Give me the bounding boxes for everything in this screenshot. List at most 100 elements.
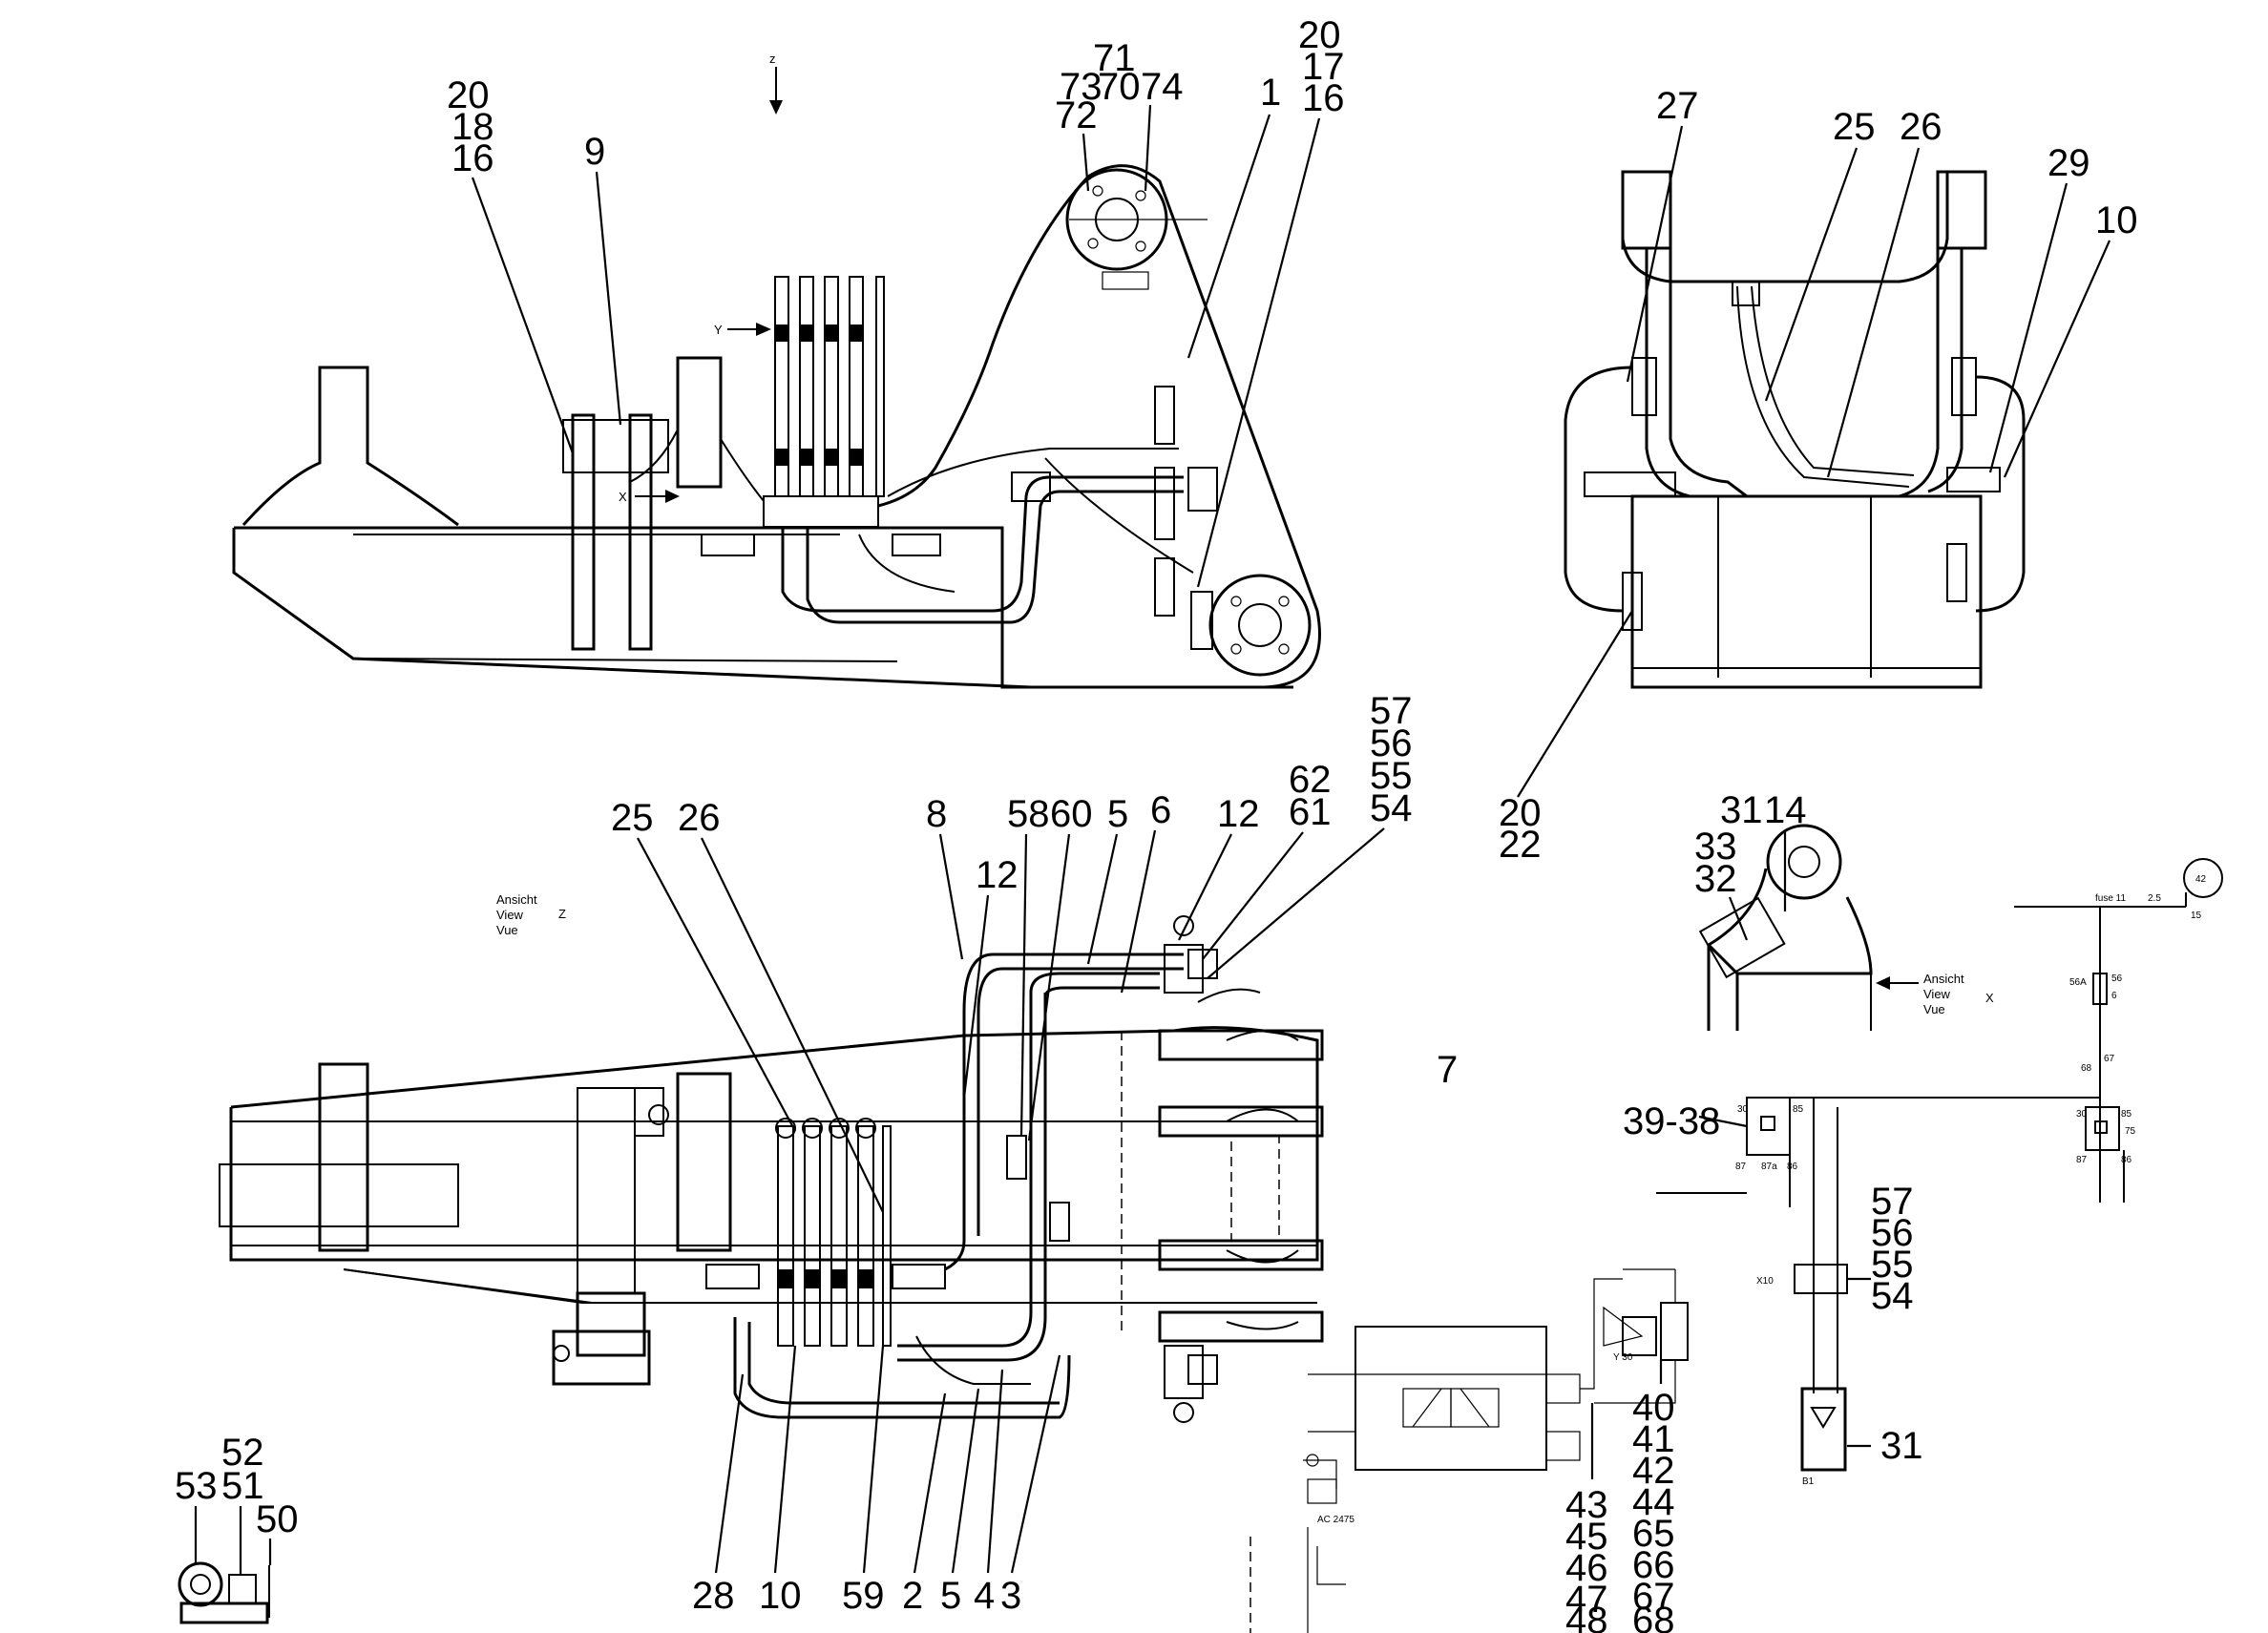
plan-hose-bundle <box>705 1118 946 1347</box>
callout-16: 16 <box>452 137 494 179</box>
arrow-x-label: X <box>619 490 627 504</box>
callout-55b: 55 <box>1871 1244 1914 1286</box>
pump-detail: 53 52 51 50 <box>175 1432 299 1624</box>
callout-65: 65 <box>1632 1513 1675 1555</box>
label-67: 67 <box>2104 1054 2115 1064</box>
callout-50: 50 <box>256 1498 299 1540</box>
callout-6: 6 <box>1150 789 1171 831</box>
callout-33: 33 <box>1694 826 1737 868</box>
callout-58: 58 <box>1007 793 1050 835</box>
relay-a-pin-30: 30 <box>1737 1104 1749 1115</box>
fuse-top-label: fuse 11 <box>2095 893 2126 904</box>
callout-12b: 12 <box>1217 793 1260 835</box>
relay-b-pin-30: 30 <box>2076 1109 2088 1120</box>
arrow-z-label: z <box>769 52 776 66</box>
callout-20: 20 <box>447 74 490 116</box>
callout-20c: 20 <box>1499 792 1542 834</box>
callout-31b: 31 <box>1880 1425 1923 1467</box>
label-56: 56 <box>2111 974 2123 984</box>
callout-27: 27 <box>1656 85 1699 127</box>
callout-57b: 57 <box>1871 1181 1914 1223</box>
label-56a: 56A <box>2069 977 2087 988</box>
view-z-caption-1: Ansicht <box>496 892 537 907</box>
callout-54a: 54 <box>1370 787 1413 829</box>
callout-7: 7 <box>1437 1049 1458 1091</box>
relay-b-pin-86: 86 <box>2121 1155 2132 1165</box>
relay-a-pin-87a: 87a <box>1761 1162 1777 1172</box>
arrow-y-label: Y <box>714 323 723 337</box>
callout-28: 28 <box>692 1575 735 1617</box>
callout-59: 59 <box>842 1575 885 1617</box>
callout-3: 3 <box>1000 1575 1021 1617</box>
callout-46: 46 <box>1565 1547 1608 1589</box>
view-x: Ansicht View Vue X 31 14 33 32 <box>1694 789 1994 1031</box>
callout-73: 73 <box>1060 66 1102 108</box>
callout-68: 68 <box>1632 1600 1675 1633</box>
callout-44: 44 <box>1632 1481 1675 1523</box>
callout-48: 48 <box>1565 1600 1608 1633</box>
callout-31: 31 <box>1720 789 1763 831</box>
callout-72: 72 <box>1055 94 1098 136</box>
callout-2: 2 <box>902 1575 923 1617</box>
fuse-label: 15 <box>2191 911 2202 921</box>
callout-43: 43 <box>1565 1484 1608 1526</box>
callout-26: 26 <box>1900 106 1942 148</box>
callout-16b: 16 <box>1302 77 1345 119</box>
callout-57a: 57 <box>1370 690 1413 732</box>
relay-b-pin-85: 85 <box>2121 1109 2132 1120</box>
callout-61: 61 <box>1289 791 1332 833</box>
callout-42: 42 <box>1632 1450 1675 1492</box>
hose-bundle <box>701 276 941 556</box>
callout-66: 66 <box>1632 1544 1675 1586</box>
relay-a-pin-87: 87 <box>1735 1162 1747 1172</box>
callout-74: 74 <box>1141 66 1184 108</box>
label-6: 6 <box>2111 991 2117 1001</box>
view-x-caption-3: Vue <box>1923 1002 1945 1016</box>
callout-25: 25 <box>1833 106 1876 148</box>
side-view: z Y X 20 18 16 9 71 73 70 74 72 1 20 17 … <box>232 14 1345 689</box>
hydraulic-schematic: Y 30 AC 2475 43 45 46 47 48 40 41 42 44 … <box>1250 1268 1689 1633</box>
gauge-label: 42 <box>2195 874 2207 885</box>
callout-51: 51 <box>221 1465 264 1507</box>
plan-view-z: Ansicht View Vue Z <box>219 690 1458 1617</box>
callout-70: 70 <box>1098 66 1141 108</box>
fuse-value: 2.5 <box>2148 893 2161 904</box>
valve-label: Y 30 <box>1613 1352 1633 1363</box>
electrical-schematic: 42 15 fuse 11 2.5 56A 56 6 67 68 30 85 8… <box>1623 858 2223 1487</box>
end-view: 27 25 26 29 10 20 22 <box>1499 85 2138 866</box>
callout-62: 62 <box>1289 759 1332 801</box>
callout-47: 47 <box>1565 1579 1608 1621</box>
callout-53: 53 <box>175 1465 218 1507</box>
callout-32: 32 <box>1694 858 1737 900</box>
callout-56a: 56 <box>1370 722 1413 764</box>
callout-9: 9 <box>584 131 605 173</box>
callout-29: 29 <box>2048 142 2090 184</box>
relay-a-pin-86: 86 <box>1787 1162 1798 1172</box>
callout-60: 60 <box>1050 793 1093 835</box>
callout-12a: 12 <box>976 854 1018 896</box>
callout-1: 1 <box>1260 72 1281 114</box>
callout-56b: 56 <box>1871 1212 1914 1254</box>
callout-52: 52 <box>221 1432 264 1474</box>
callout-17: 17 <box>1302 46 1345 88</box>
callout-18: 18 <box>452 106 494 148</box>
callout-55a: 55 <box>1370 755 1413 797</box>
relay-b-pin-75: 75 <box>2125 1126 2136 1137</box>
callout-22: 22 <box>1499 824 1542 866</box>
view-z-letter: Z <box>558 907 566 921</box>
relay-a-pin-85: 85 <box>1793 1104 1804 1115</box>
callout-20b: 20 <box>1298 14 1341 56</box>
callout-10-plan: 10 <box>759 1575 802 1617</box>
b1-label: B1 <box>1802 1476 1815 1487</box>
callout-5b: 5 <box>940 1575 961 1617</box>
callout-54b: 54 <box>1871 1275 1914 1317</box>
connector-label: X10 <box>1756 1276 1774 1287</box>
callout-71: 71 <box>1093 37 1136 79</box>
callout-67: 67 <box>1632 1576 1675 1618</box>
callout-10: 10 <box>2095 199 2138 241</box>
callout-4: 4 <box>974 1575 995 1617</box>
label-68: 68 <box>2081 1063 2092 1074</box>
callout-14: 14 <box>1764 789 1807 831</box>
view-x-caption-2: View <box>1923 987 1951 1001</box>
